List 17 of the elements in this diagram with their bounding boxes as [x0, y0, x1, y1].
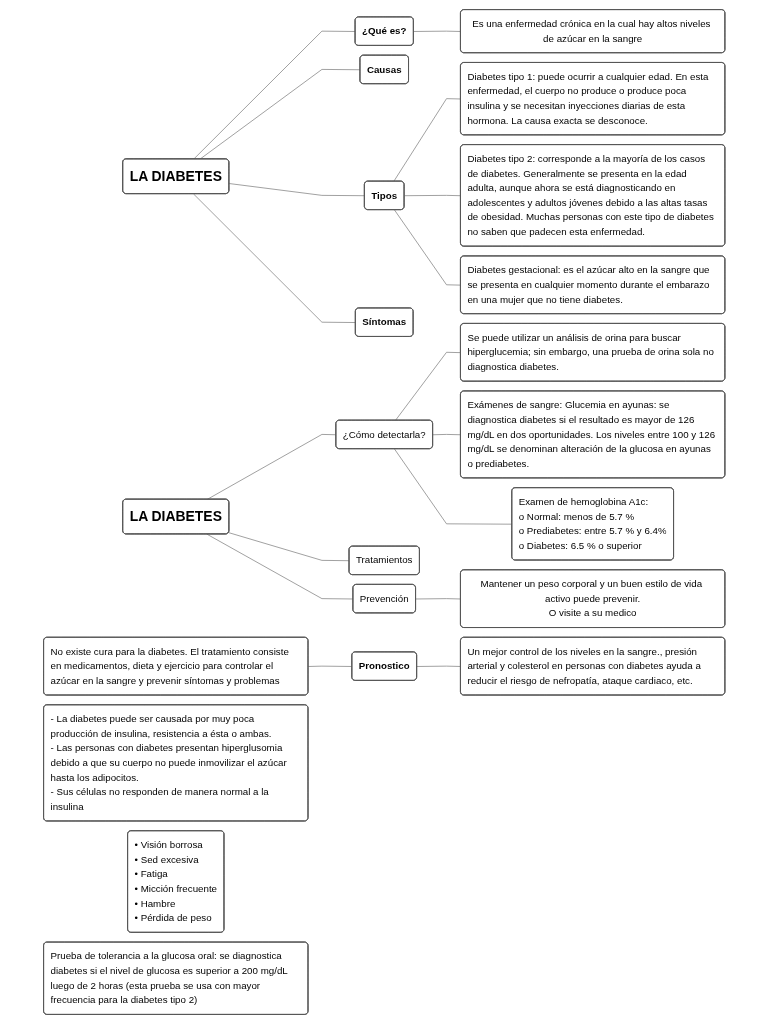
connector	[413, 30, 461, 32]
connector	[192, 193, 356, 323]
connector	[228, 532, 350, 562]
connector	[193, 30, 356, 160]
connector	[432, 434, 461, 436]
connector	[393, 209, 461, 286]
connector	[403, 195, 461, 197]
connector	[206, 434, 337, 500]
connector	[307, 665, 353, 667]
connector	[393, 448, 513, 525]
connector	[415, 598, 461, 600]
connector	[228, 183, 365, 197]
connector	[416, 665, 461, 667]
connector	[199, 69, 361, 160]
connector	[393, 98, 461, 182]
connector	[394, 351, 461, 421]
connector	[206, 533, 354, 600]
